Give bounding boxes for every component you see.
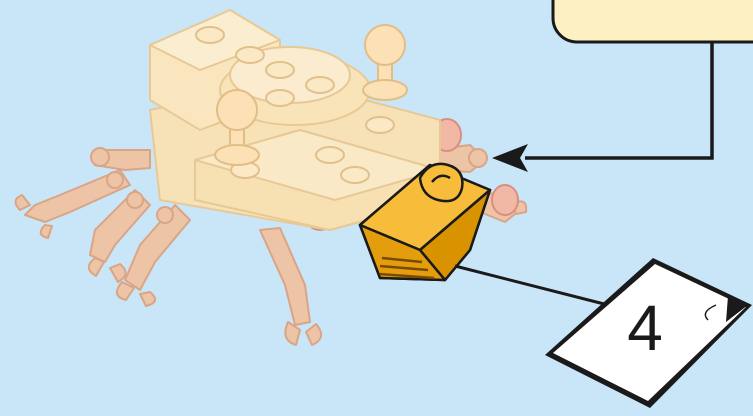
- step-card: 4: [545, 258, 752, 408]
- callout-arrow: [492, 42, 712, 172]
- arrow-left-icon: [492, 144, 528, 172]
- step-number: 4: [627, 292, 663, 364]
- card-leader-line: [455, 266, 612, 306]
- callout-box: [553, 0, 753, 42]
